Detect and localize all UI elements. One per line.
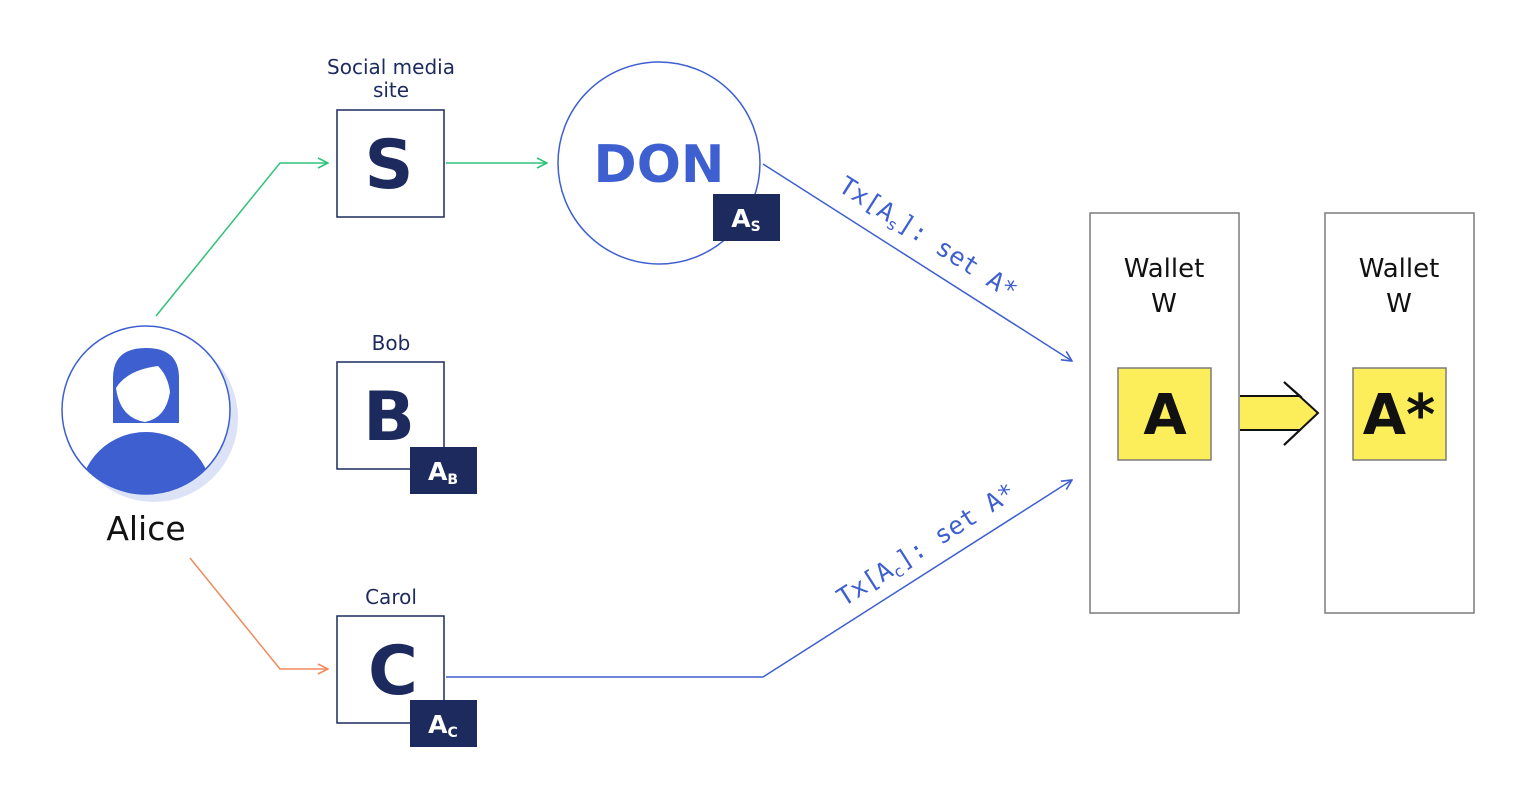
bob-key-badge: AB (410, 447, 477, 494)
don-key-sub: S (751, 219, 761, 235)
carol-caption: Carol (365, 585, 417, 609)
bob-key-sub: B (447, 472, 458, 488)
social-caption-line1: Social media (327, 55, 455, 79)
alice-label: Alice (106, 509, 185, 548)
alice-to-carol-arrow (189, 557, 328, 669)
bob-box (336, 361, 445, 470)
carol-key-badge: AC (410, 700, 477, 747)
tx-bottom-prefix: Tx[A (832, 555, 898, 612)
social-media-node: Social media site S (327, 55, 455, 218)
carol-letter: C (368, 632, 418, 711)
tx-label-bottom: Tx[Ac]: set A* (832, 477, 1022, 614)
wallet-after-key: A* (1363, 383, 1436, 448)
social-box (336, 109, 445, 218)
svg-text:AS: AS (731, 204, 760, 235)
don-circle (557, 61, 761, 265)
social-caption-line2: site (373, 78, 409, 102)
wallet-after-key-box (1352, 367, 1447, 461)
wallet-after-title-line1: Wallet (1359, 254, 1440, 284)
wallet-before: Wallet W A (1089, 212, 1240, 614)
don-label: DON (594, 135, 725, 195)
bob-key-main: A (428, 457, 448, 486)
bob-node: Bob B AB (336, 331, 477, 494)
tx-label-top: Tx[As]: set A* (832, 171, 1023, 308)
svg-text:Tx[Ac]: set A*: Tx[Ac]: set A* (832, 477, 1022, 614)
svg-text:AC: AC (428, 710, 458, 741)
svg-text:Tx[As]: set A*: Tx[As]: set A* (832, 171, 1022, 308)
carol-key-main: A (428, 710, 448, 739)
user-avatar-icon (80, 348, 212, 494)
bob-caption: Bob (372, 331, 411, 355)
svg-text:AB: AB (428, 457, 458, 488)
carol-to-wallet-arrow (446, 480, 1072, 678)
hollow-right-arrow-icon (1240, 381, 1320, 446)
carol-key-sub: C (448, 725, 458, 741)
wallet-after: Wallet W A* (1324, 212, 1475, 614)
wallet-before-title-line2: W (1151, 289, 1177, 319)
wallet-before-key-box (1117, 367, 1212, 461)
don-key-badge: AS (713, 194, 780, 241)
don-to-wallet-arrow (762, 163, 1072, 361)
alice-to-social-arrow (155, 163, 328, 317)
don-node: DON AS (557, 61, 780, 265)
carol-node: Carol C AC (336, 585, 477, 747)
social-letter: S (365, 126, 414, 205)
alice-node: Alice (61, 325, 238, 548)
wallet-after-title-line2: W (1386, 289, 1412, 319)
don-key-main: A (731, 204, 751, 233)
wallet-before-title-line1: Wallet (1124, 254, 1205, 284)
wallet-before-key: A (1143, 383, 1187, 448)
bob-letter: B (363, 378, 415, 457)
tx-top-suffix: ]: set A* (893, 208, 1023, 305)
